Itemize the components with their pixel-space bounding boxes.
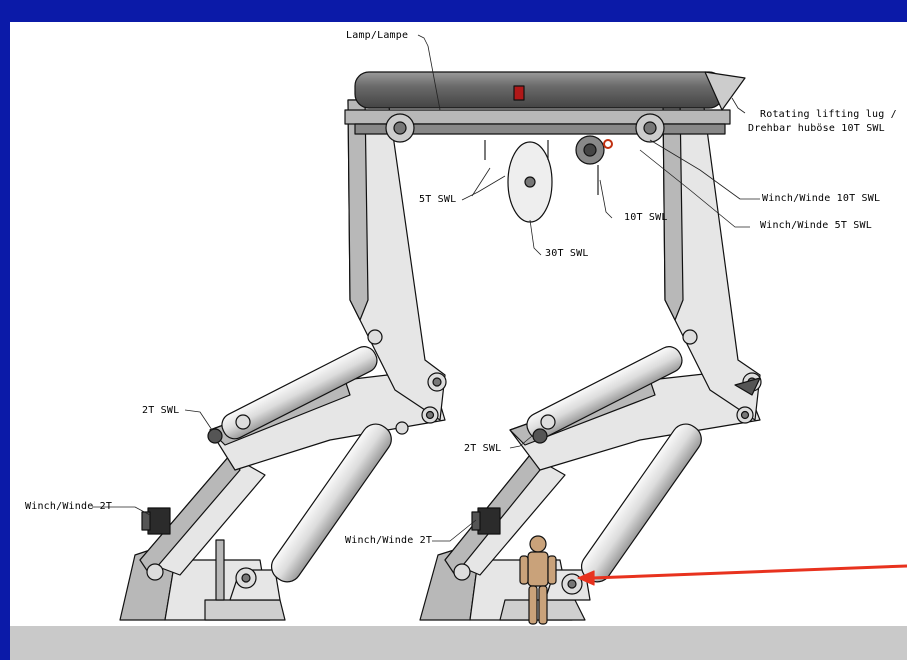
label-winch-10t: Winch/Winde 10T SWL (762, 193, 881, 204)
label-2t-swl-right: 2T SWL (464, 443, 502, 454)
label-lifting-lug-line2: Drehbar huböse 10T SWL (748, 123, 885, 134)
pointer-arrow (577, 564, 907, 586)
scale-figure (519, 535, 557, 625)
ground-strip (10, 626, 907, 660)
label-winch-5t: Winch/Winde 5T SWL (760, 220, 872, 231)
label-2t-swl-left: 2T SWL (142, 405, 180, 416)
label-winch-2t-right: Winch/Winde 2T (345, 535, 433, 546)
label-winch-2t-left: Winch/Winde 2T (25, 501, 113, 512)
label-10t-swl: 10T SWL (624, 212, 668, 223)
label-5t-swl: 5T SWL (419, 194, 457, 205)
top-beam (344, 71, 746, 223)
label-30t-swl: 30T SWL (545, 248, 589, 259)
right-leg (419, 99, 762, 621)
leader-lines (92, 34, 760, 542)
left-leg (119, 99, 447, 621)
label-lamp: Lamp/Lampe (346, 30, 409, 41)
label-lifting-lug-line1: Rotating lifting lug / (760, 109, 897, 120)
